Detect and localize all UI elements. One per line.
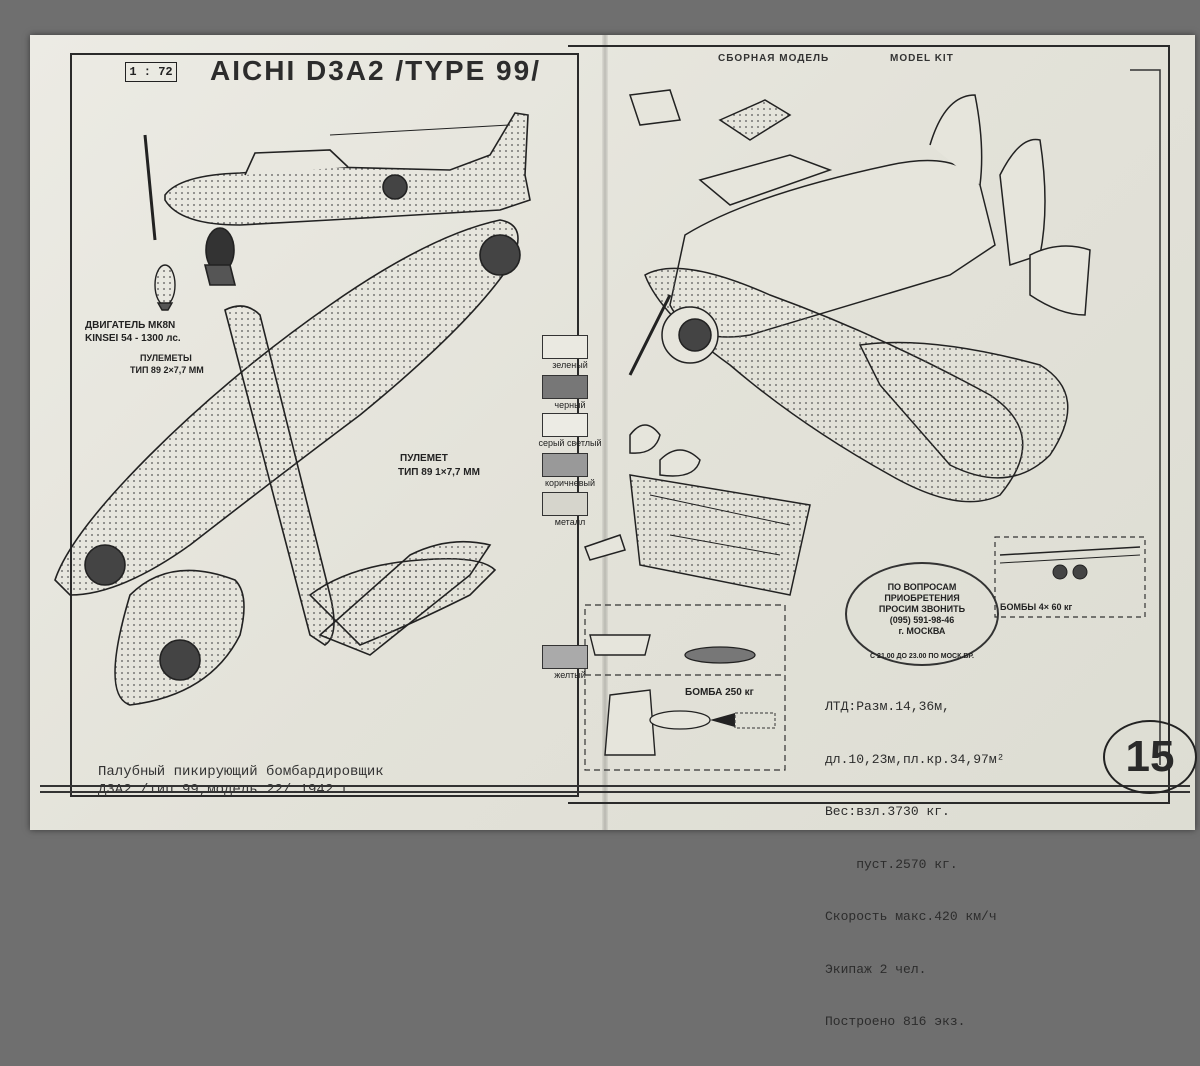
kit-number-badge: 15 bbox=[1103, 720, 1197, 794]
spec-line5: Скорость макс.420 км/ч bbox=[825, 909, 997, 924]
stamp-city: г. МОСКВА bbox=[898, 626, 946, 636]
kit-header-rus: СБОРНАЯ МОДЕЛЬ bbox=[718, 53, 830, 64]
swatch-label-light-gray: серый светлый bbox=[538, 438, 602, 448]
caption-line1: Палубный пикирующий бомбардировщик bbox=[98, 764, 384, 780]
swatch-label-yellow: желтый bbox=[554, 670, 586, 680]
exploded-assembly-drawing bbox=[584, 89, 1091, 596]
spec-line1: ЛТД:Разм.14,36м, bbox=[825, 699, 950, 714]
model-title: AICHI D3A2 /TYPE 99/ bbox=[210, 55, 541, 86]
bomb-250-label: БОМБА 250 кг bbox=[685, 687, 754, 698]
spec-line3: Вес:взл.3730 кг. bbox=[825, 804, 950, 819]
swatch-green bbox=[542, 335, 588, 359]
swatch-label-metal: металл bbox=[554, 517, 586, 527]
spec-line4: пуст.2570 кг. bbox=[825, 856, 958, 872]
stamp-line3: ПРОСИМ ЗВОНИТЬ bbox=[878, 604, 966, 614]
bottom-rule bbox=[40, 785, 1190, 793]
specifications: ЛТД:Разм.14,36м, дл.10,23м,пл.кр.34,97м²… bbox=[825, 663, 1004, 1066]
right-panel-frame bbox=[568, 45, 1170, 804]
engine-label-line1: ДВИГАТЕЛЬ МК8N bbox=[85, 320, 176, 331]
swatch-metal bbox=[542, 492, 588, 516]
rear-gun-label-line1: ПУЛЕМЕТ bbox=[400, 453, 448, 464]
swatch-black bbox=[542, 375, 588, 399]
bomb-detail-box bbox=[584, 604, 786, 771]
swatch-yellow bbox=[542, 645, 588, 669]
rear-gun-label-line2: ТИП 89 1×7,7 ММ bbox=[398, 467, 480, 478]
engine-label-line2: KINSEI 54 - 1300 лс. bbox=[85, 333, 181, 344]
guns-label-line1: ПУЛЕМЕТЫ bbox=[140, 353, 192, 363]
stamp-line1: ПО ВОПРОСАМ bbox=[887, 582, 957, 592]
swatch-label-black: черный bbox=[554, 400, 586, 410]
swatch-brown bbox=[542, 453, 588, 477]
aircraft-caption: Палубный пикирующий бомбардировщик Д3А2 … bbox=[98, 763, 384, 799]
caption-line2: Д3А2 /тип 99,модель 22/.1942 г. bbox=[98, 782, 359, 798]
contact-stamp: ПО ВОПРОСАМ ПРИОБРЕТЕНИЯ ПРОСИМ ЗВОНИТЬ … bbox=[845, 562, 999, 666]
stamp-phone: (095) 591-98-46 bbox=[889, 615, 955, 625]
plan-view-drawing bbox=[54, 219, 521, 706]
bomb-side-drawing bbox=[154, 264, 176, 311]
spec-line7: Построено 816 экз. bbox=[825, 1014, 966, 1029]
aircraft-drawings bbox=[54, 69, 1161, 771]
side-profile-drawing bbox=[143, 112, 531, 286]
stamp-hours: С 21.00 ДО 23.00 ПО МОСК.ВР. bbox=[870, 653, 974, 660]
spec-line6: Экипаж 2 чел. bbox=[825, 961, 927, 977]
swatch-light-gray bbox=[542, 413, 588, 437]
instruction-sheet: 1 : 72 AICHI D3A2 /TYPE 99/ СБОРНАЯ МОДЕ… bbox=[30, 35, 1197, 1029]
stamp-line2: ПРИОБРЕТЕНИЯ bbox=[884, 593, 960, 603]
bombs-60kg-detail-box bbox=[994, 536, 1146, 618]
guns-label-line2: ТИП 89 2×7,7 ММ bbox=[130, 365, 204, 375]
swatch-label-green: зеленый bbox=[552, 360, 588, 370]
spec-line2: дл.10,23м,пл.кр.34,97м² bbox=[825, 751, 1005, 767]
kit-header-eng: MODEL KIT bbox=[890, 53, 954, 64]
scale-badge: 1 : 72 bbox=[125, 62, 177, 82]
sheet-fold bbox=[602, 35, 608, 830]
bombs-60-label: БОМБЫ 4× 60 кг bbox=[1000, 602, 1073, 612]
swatch-label-brown: коричневый bbox=[544, 478, 596, 488]
